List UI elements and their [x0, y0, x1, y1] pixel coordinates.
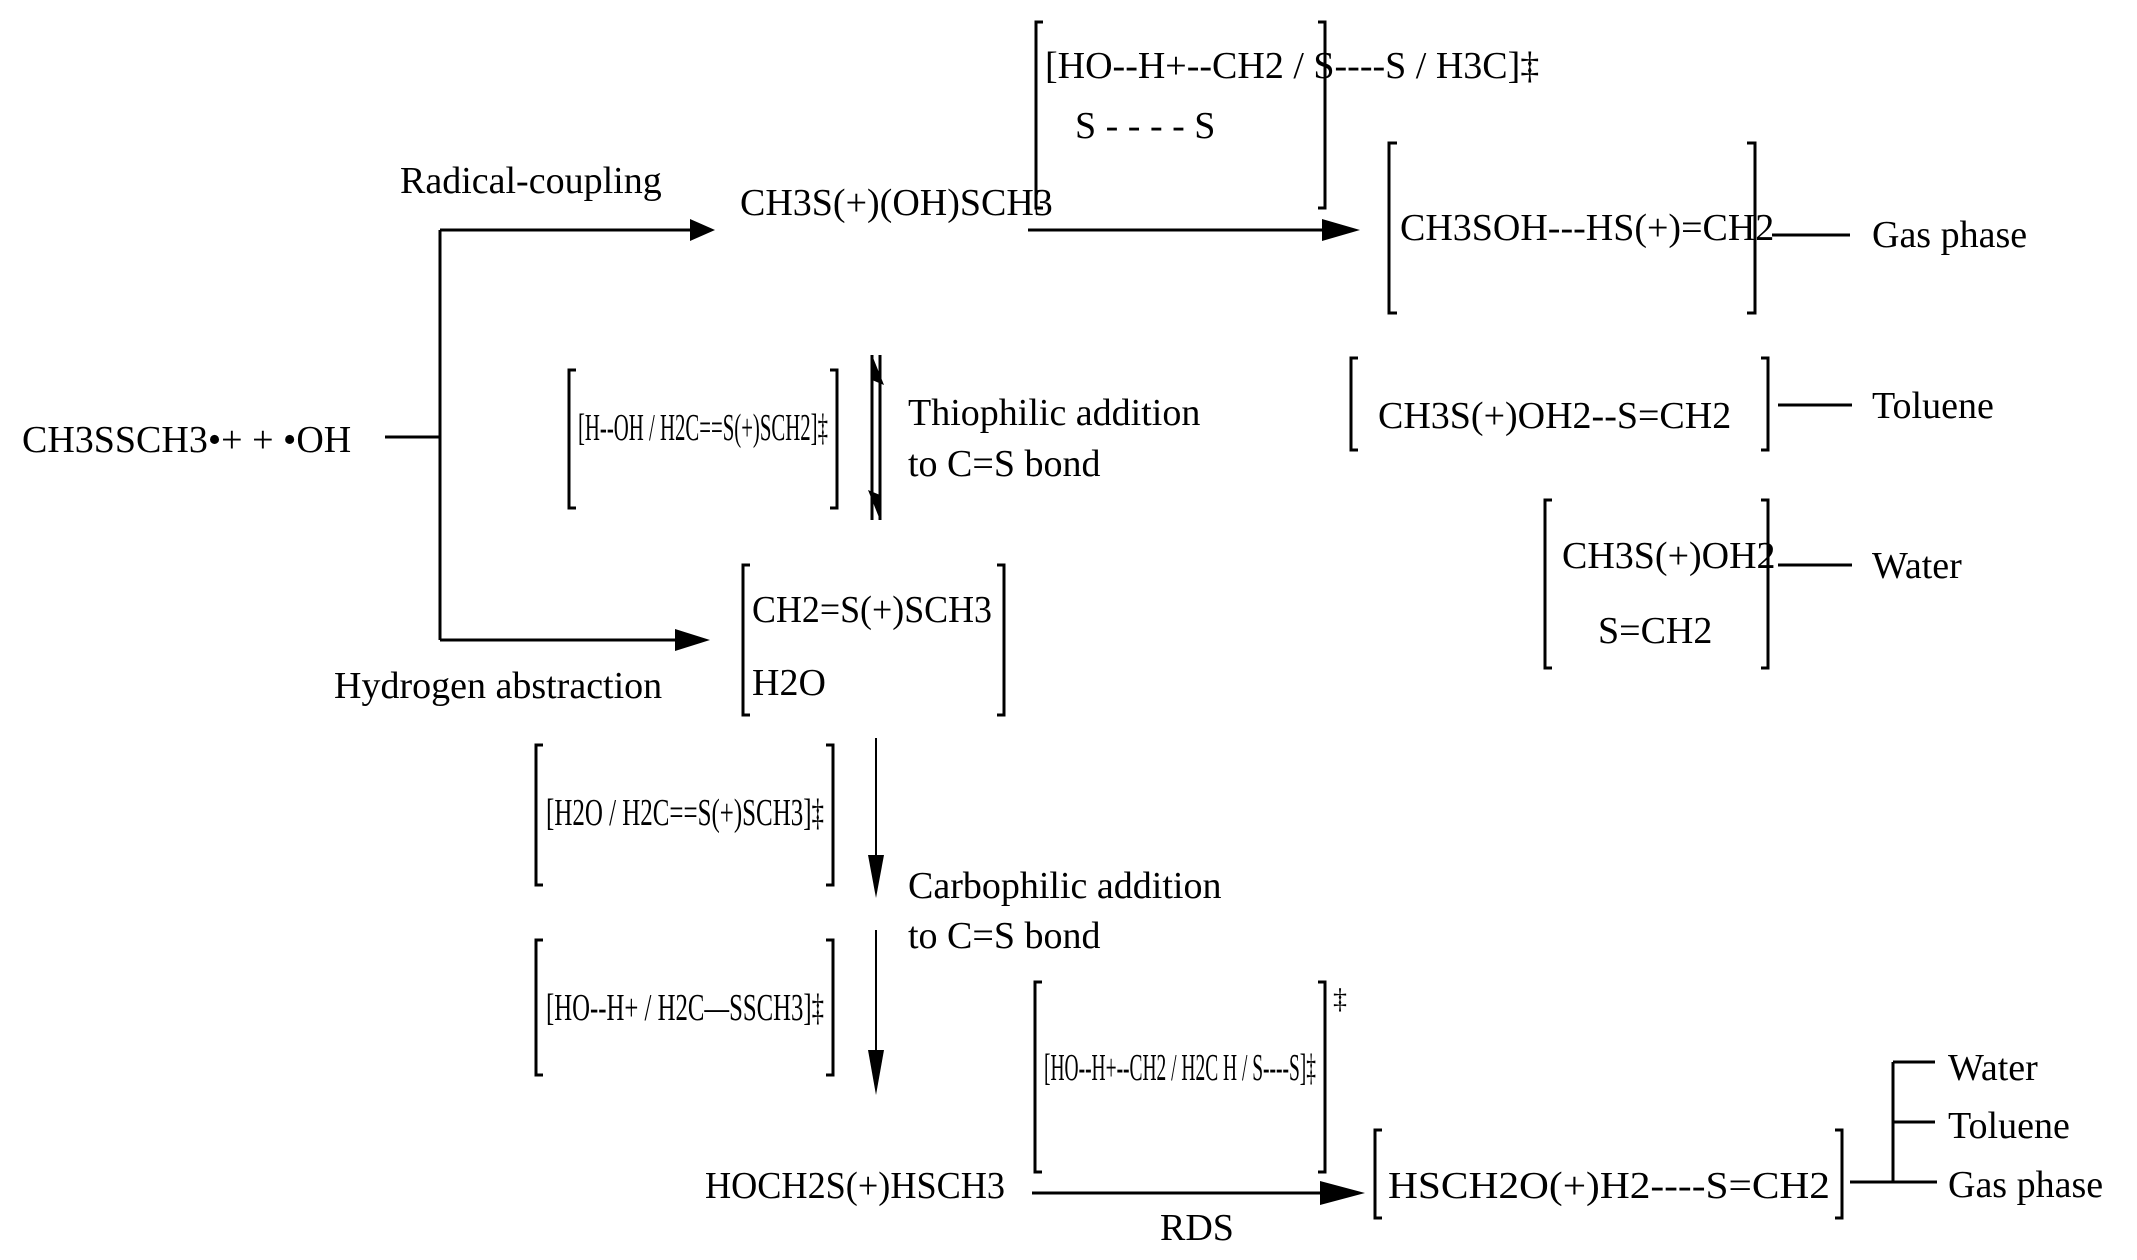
phase-water-bottom: Water	[1948, 1047, 2038, 1089]
phase-bracket-bottom	[1850, 1060, 1937, 1184]
species-hoch2shsch3: HOCH2S(+)HSCH3	[705, 1165, 1005, 1207]
complex-line-1: CH2=S(+)SCH3	[752, 589, 992, 631]
water-top-line-1: CH3S(+)OH2	[1562, 535, 1776, 577]
product-water-top: CH3S(+)OH2 S=CH2	[1543, 498, 1776, 670]
phase-toluene-top: Toluene	[1872, 385, 1994, 427]
arrow-head-radical	[690, 219, 715, 241]
label-rds: RDS	[1160, 1207, 1234, 1249]
gas-top-formula: CH3SOH---HS(+)=CH2	[1400, 207, 1774, 249]
adduct-formula: CH3S(+)(OH)SCH3	[740, 182, 1053, 224]
arrow-head-habstraction	[675, 629, 710, 651]
ts-carbophilic-1-formula: [H2O / H2C==S(+)SCH3]‡	[546, 792, 824, 834]
product-gas-top: CH3SOH---HS(+)=CH2	[1387, 141, 1774, 315]
reactants-formula: CH3SSCH3•+ + •OH	[22, 419, 351, 461]
ts-thiophilic: [H--OH / H2C==S(+)SCH2]‡	[567, 368, 839, 510]
phase-water-top: Water	[1872, 545, 1962, 587]
phase-gas-bottom: Gas phase	[1948, 1164, 2103, 1206]
dagger-symbol: ‡	[1333, 984, 1347, 1015]
ts-top: [HO--H+--CH2 / S----S / H3C]‡ S - - - - …	[1034, 20, 1539, 210]
label-hydrogen-abstraction: Hydrogen abstraction	[334, 665, 662, 707]
complex-line-2: H2O	[752, 662, 826, 704]
ts-carbophilic-2: [HO--H+ / H2C—SSCH3]‡	[534, 938, 835, 1077]
carbophilic-arrows	[868, 738, 884, 1095]
ts-carbophilic-1: [H2O / H2C==S(+)SCH3]‡	[534, 743, 835, 887]
ts-top-line: [HO--H+--CH2 / S----S / H3C]‡	[1045, 45, 1539, 87]
ts-thiophilic-formula: [H--OH / H2C==S(+)SCH2]‡	[578, 407, 828, 449]
water-top-line-2: S=CH2	[1598, 610, 1712, 652]
label-thiophilic-2: to C=S bond	[908, 443, 1100, 485]
label-thiophilic-1: Thiophilic addition	[908, 392, 1200, 434]
complex-h-abstraction: CH2=S(+)SCH3 H2O	[741, 563, 1006, 717]
cation-formula: HOCH2S(+)HSCH3	[705, 1165, 1005, 1207]
label-carbophilic-1: Carbophilic addition	[908, 865, 1221, 907]
equilibrium-arrows	[868, 355, 884, 520]
toluene-top-formula: CH3S(+)OH2--S=CH2	[1378, 395, 1731, 437]
adduct-ch3s-oh-sch3: CH3S(+)(OH)SCH3	[740, 182, 1053, 224]
label-radical-coupling: Radical-coupling	[400, 160, 662, 202]
label-carbophilic-2: to C=S bond	[908, 915, 1100, 957]
branch-connector	[385, 219, 715, 651]
ts-rds-formula: [HO--H+--CH2 / H2C H / S----S]‡	[1044, 1047, 1316, 1089]
phase-gas-top: Gas phase	[1872, 214, 2027, 256]
product-toluene-top: CH3S(+)OH2--S=CH2	[1349, 356, 1770, 452]
arrow-head-gas	[1322, 219, 1360, 241]
ts-rds: [HO--H+--CH2 / H2C H / S----S]‡ ‡	[1033, 980, 1347, 1174]
arrow-head-rds	[1320, 1181, 1365, 1205]
product-bottom: HSCH2O(+)H2----S=CH2	[1373, 1128, 1844, 1220]
phase-toluene-bottom: Toluene	[1948, 1105, 2070, 1147]
ts-carbophilic-2-formula: [HO--H+ / H2C—SSCH3]‡	[546, 987, 824, 1029]
ts-top-ring: S - - - - S	[1075, 105, 1215, 147]
bottom-product-formula: HSCH2O(+)H2----S=CH2	[1388, 1165, 1830, 1207]
